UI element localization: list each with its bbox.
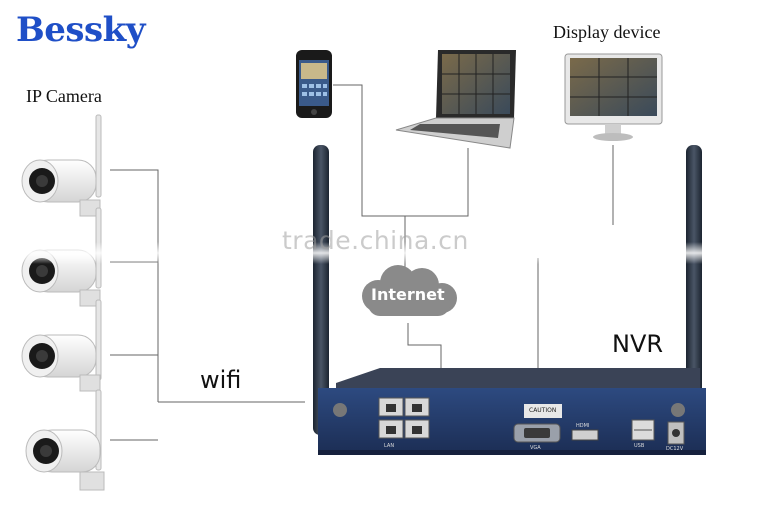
internet-cloud [362,265,457,316]
caution-sticker [524,404,562,418]
ip-camera-4 [25,389,105,491]
caution-text: CAUTION [529,407,557,414]
display-monitor [564,53,663,141]
nvr-device [313,145,706,455]
left-antenna [313,145,329,435]
vga-port-label: VGA [530,445,541,451]
laptop-device [395,50,516,149]
hdmi-port-label: HDMI [576,423,590,429]
brand-logo: Bessky [16,10,145,50]
internet-label: Internet [371,285,445,304]
hdmi-port [571,429,599,441]
camera-bus-line [110,169,159,402]
phone-device [296,50,332,118]
usb-port-label: USB [634,443,645,449]
nvr-label: NVR [612,330,664,358]
watermark-band [0,242,779,264]
power-port-label: DC12V [666,446,684,452]
display-device-label: Display device [553,22,661,42]
wifi-label: wifi [200,366,242,394]
ip-camera-label: IP Camera [26,86,102,106]
right-antenna [686,145,702,435]
phone-line [333,84,469,217]
lan-port-label: LAN [384,443,395,449]
ip-camera-3 [21,299,102,392]
ip-camera-1 [21,114,102,217]
watermark-text: trade.china.cn [282,226,469,255]
